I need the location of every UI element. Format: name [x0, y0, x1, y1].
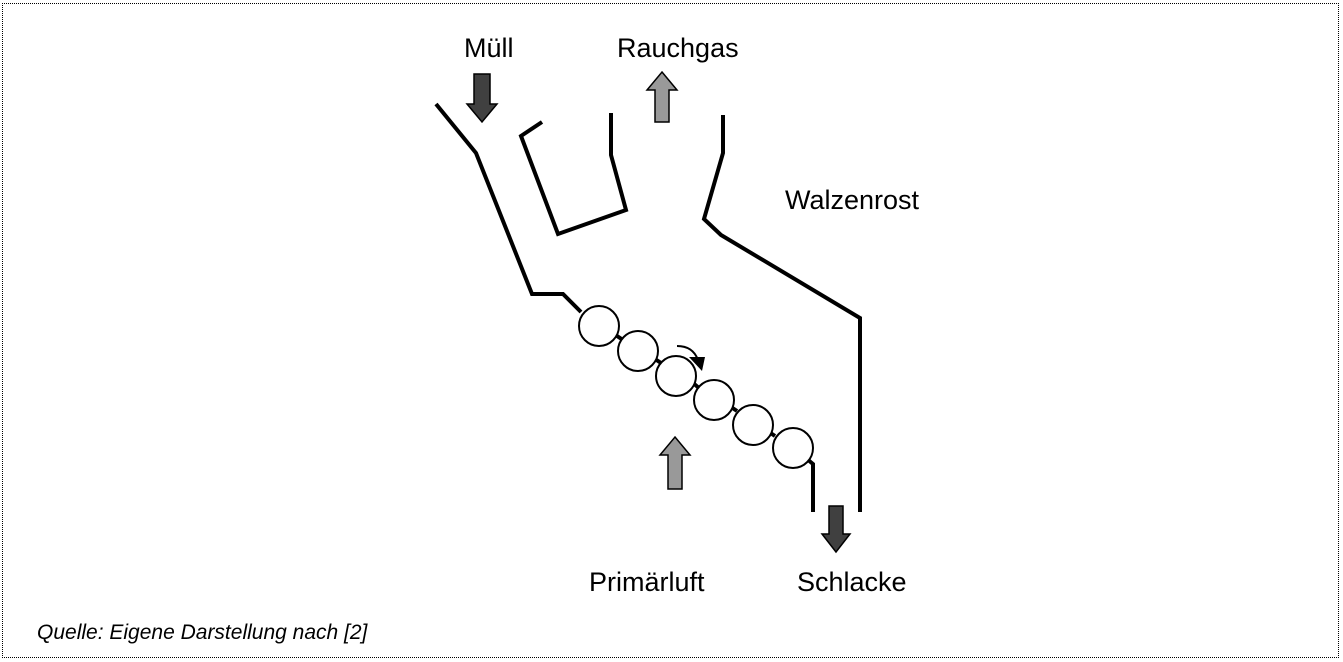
left-feed-wall	[434, 102, 583, 314]
slag-chute-wall	[805, 457, 815, 512]
roller	[617, 330, 659, 372]
grate-rollers	[578, 305, 814, 469]
primary-air-arrow-icon	[658, 435, 692, 490]
roller	[693, 379, 735, 421]
flue-gas-arrow-icon	[645, 70, 679, 123]
right-furnace-wall	[701, 115, 862, 512]
roller	[772, 427, 814, 469]
label-flue-gas: Rauchgas	[617, 33, 739, 63]
slag-arrow-icon	[820, 505, 852, 554]
roller	[578, 305, 620, 347]
roller	[655, 355, 697, 397]
source-caption: Quelle: Eigene Darstellung nach [2]	[37, 621, 369, 644]
label-slag: Schlacke	[797, 567, 907, 597]
waste-in-arrow-icon	[465, 73, 499, 124]
rotation-arrow-icon	[676, 345, 705, 371]
figure-frame	[2, 3, 1339, 658]
feed-hopper-wall	[518, 113, 629, 237]
label-primary-air: Primärluft	[589, 567, 705, 597]
label-grate-type: Walzenrost	[785, 185, 920, 215]
label-waste-in: Müll	[464, 33, 514, 63]
roller	[732, 404, 774, 446]
